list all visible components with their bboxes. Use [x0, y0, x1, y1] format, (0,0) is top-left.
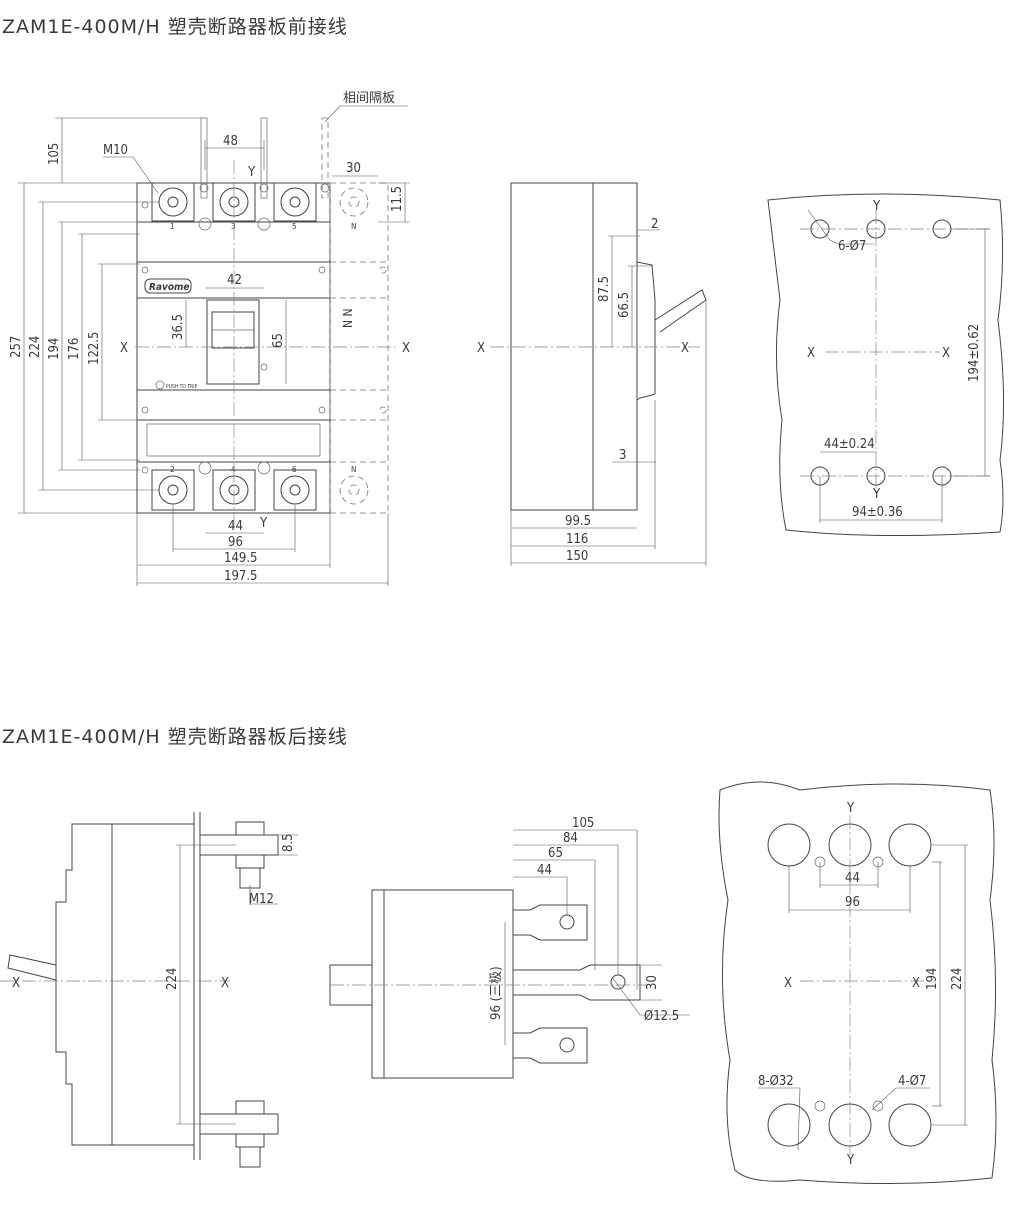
push-to-trip-label: PUSH TO TRIP [166, 384, 198, 390]
rear-side-dim-224: 224 [165, 968, 180, 990]
panel1-axis-y-bottom: Y [872, 487, 881, 502]
terminal-label-n-bottom: N [351, 465, 356, 474]
panel1-axis-y-top: Y [872, 199, 881, 214]
side-axis-x-right: X [681, 341, 689, 356]
front-wiring-title: ZAM1E-400M/H 塑壳断路器板前接线 [2, 16, 348, 38]
rear-side-view: X X 224 8.5 M12 [0, 812, 298, 1168]
side-dim-87-5: 87.5 [597, 276, 612, 302]
dim-11-5: 11.5 [390, 186, 405, 212]
panel2-axis-y-bottom: Y [846, 1153, 855, 1168]
dim-65: 65 [271, 333, 286, 348]
dim-122-5: 122.5 [87, 332, 102, 365]
dim-36-5: 36.5 [171, 314, 186, 340]
top-terminals [151, 182, 369, 231]
panel2-small-holes-label: 4-Ø7 [898, 1074, 926, 1089]
terminal-label-n-top: N [351, 222, 356, 231]
front-axis-y-bottom: Y [259, 516, 268, 531]
panel-cutout-front: X X Y Y 6-Ø7 194±0.62 44±0.24 94±0.36 [767, 193, 1005, 537]
rear-top-dim-44: 44 [537, 863, 552, 878]
n-rotated-label: N N [341, 308, 355, 328]
partition-label: 相间隔板 [343, 91, 395, 106]
side-dim-116: 116 [566, 532, 588, 547]
dim-42: 42 [227, 273, 242, 288]
panel2-dim-194: 194 [925, 968, 940, 990]
rear-side-axis-x-right: X [221, 976, 229, 991]
rear-side-axis-x-left: X [12, 976, 20, 991]
panel2-axis-x-left: X [784, 976, 792, 991]
rear-side-dim-8-5: 8.5 [281, 833, 296, 852]
rear-top-dim-65: 65 [548, 846, 563, 861]
panel2-big-holes-label: 8-Ø32 [758, 1074, 794, 1089]
bottom-terminals [151, 461, 369, 511]
bolt-m10-label: M10 [103, 143, 128, 158]
bolt-m12-label: M12 [249, 892, 274, 907]
terminal-label-5: 5 [292, 222, 297, 231]
dim-224: 224 [28, 336, 43, 358]
side-dim-2: 2 [651, 217, 658, 232]
rear-top-dim-96: 96 (三极) [489, 966, 504, 1020]
panel1-dim-94: 94±0.36 [852, 505, 903, 520]
dim-96: 96 [228, 535, 243, 550]
terminal-label-1: 1 [170, 222, 175, 231]
side-view: X X 2 87.5 66.5 3 99.5 116 150 [477, 182, 707, 566]
terminal-label-3: 3 [231, 222, 236, 231]
panel1-axis-x-right: X [942, 346, 950, 361]
rear-top-dim-105: 105 [572, 816, 594, 831]
dim-257: 257 [9, 336, 24, 358]
dim-30: 30 [346, 161, 361, 176]
terminal-label-6: 6 [292, 465, 297, 474]
panel2-dim-44: 44 [845, 871, 860, 886]
dim-176: 176 [67, 338, 82, 360]
rear-wiring-title: ZAM1E-400M/H 塑壳断路器板后接线 [2, 726, 348, 748]
front-axis-x-right: X [402, 341, 410, 356]
panel1-holes-label: 6-Ø7 [838, 239, 866, 254]
panel1-dim-vertical: 194±0.62 [967, 324, 982, 382]
terminal-label-4: 4 [231, 465, 236, 474]
front-axis-y-top: Y [247, 165, 256, 180]
panel1-axis-x-left: X [807, 346, 815, 361]
rear-top-view: 105 84 65 44 96 (三极) 30 Ø12.5 [329, 816, 690, 1079]
terminal-label-2: 2 [170, 465, 175, 474]
dim-197-5: 197.5 [224, 569, 257, 584]
panel2-dim-96: 96 [845, 895, 860, 910]
side-dim-3: 3 [619, 448, 626, 463]
side-axis-x-left: X [477, 341, 485, 356]
front-view: Ravome PUSH TO TRIP X X Y Y 1 3 5 2 4 6 … [9, 91, 410, 586]
rear-top-dim-84: 84 [563, 831, 578, 846]
side-dim-99-5: 99.5 [565, 514, 591, 529]
rear-top-dim-30: 30 [645, 975, 660, 990]
panel2-axis-x-right: X [912, 976, 920, 991]
panel2-dim-224: 224 [950, 968, 965, 990]
dim-149-5: 149.5 [224, 551, 257, 566]
side-dim-66-5: 66.5 [617, 292, 632, 318]
panel1-dim-44: 44±0.24 [824, 437, 875, 452]
panel-cutout-rear: X X Y Y 44 96 194 224 8-Ø32 4-Ø7 [718, 781, 997, 1185]
front-axis-x-left: X [120, 341, 128, 356]
dim-105: 105 [47, 143, 62, 165]
brand-label: Ravome [149, 282, 190, 293]
panel2-axis-y-top: Y [846, 801, 855, 816]
rear-top-hole-label: Ø12.5 [644, 1009, 679, 1024]
dim-194: 194 [47, 338, 62, 360]
dim-48: 48 [223, 134, 238, 149]
dim-44: 44 [228, 519, 243, 534]
side-dim-150: 150 [566, 549, 588, 564]
